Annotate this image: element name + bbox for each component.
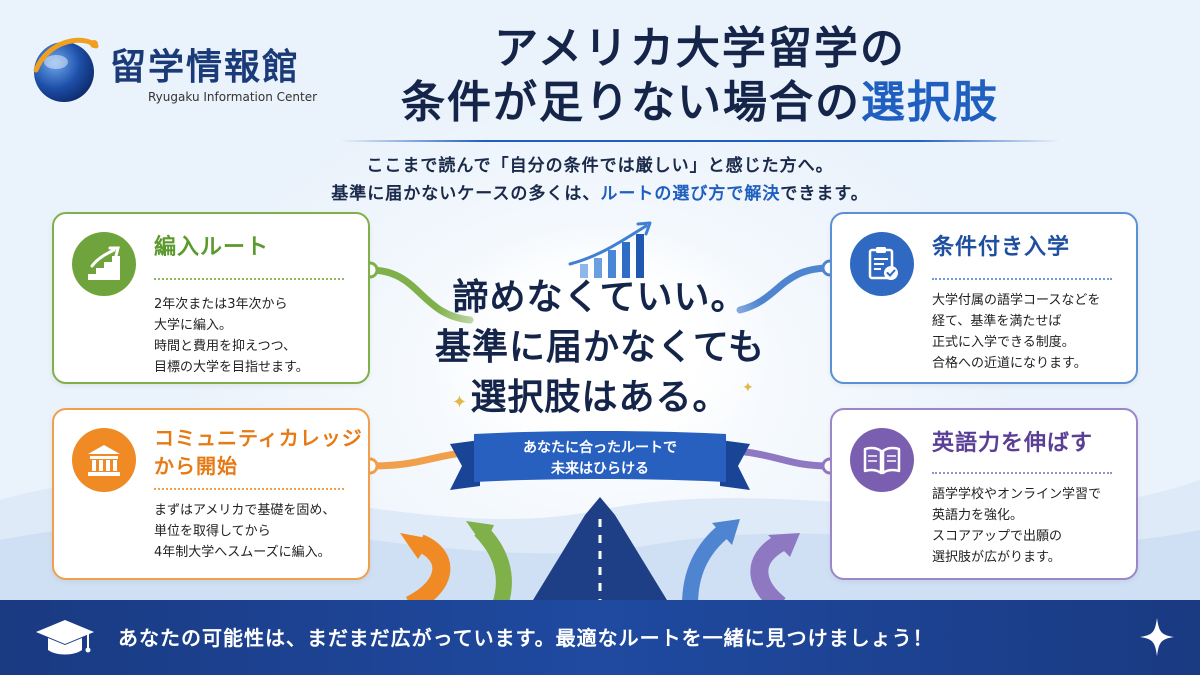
card-transfer-body: 2年次または3年次から 大学に編入。 時間と費用を抑えつつ、 目標の大学を目指せ… — [154, 294, 309, 378]
clipboard-check-icon — [850, 232, 914, 296]
intro-line-1: ここまで読んで「自分の条件では厳しい」と感じた方へ。 — [366, 156, 834, 176]
stairs-arrow-icon — [72, 232, 136, 296]
institution-icon — [72, 428, 136, 492]
card-conditional-admission[interactable]: 条件付き入学 大学付属の語学コースなどを 経て、基準を満たせば 正式に入学できる… — [830, 212, 1138, 384]
brand-logo[interactable]: 留学情報館 Ryugaku Information Center — [28, 28, 328, 118]
brand-name: 留学情報館 — [110, 47, 301, 88]
card-conditional-body: 大学付属の語学コースなどを 経て、基準を満たせば 正式に入学できる制度。 合格へ… — [932, 290, 1100, 374]
card-conditional-divider — [932, 278, 1112, 280]
footer-banner: あなたの可能性は、まだまだ広がっています。最適なルートを一緒に見つけましょう！ — [0, 600, 1200, 675]
intro-text: ここまで読んで「自分の条件では厳しい」と感じた方へ。 基準に届かないケースの多く… — [200, 152, 1000, 208]
sparkle-icon: ✦ — [742, 380, 754, 396]
card-conditional-line: 大学付属の語学コースなどを — [932, 293, 1101, 308]
ribbon-banner — [450, 431, 750, 490]
card-community-title-line-2: から開始 — [154, 454, 238, 478]
card-conditional-line: 正式に入学できる制度。 — [932, 335, 1075, 350]
title-line-2-prefix: 条件が足りない場合の — [401, 77, 861, 128]
card-transfer-line: 大学に編入。 — [154, 318, 233, 333]
card-english-title: 英語力を伸ばす — [932, 431, 1094, 456]
card-english-line: スコアアップで出願の — [932, 529, 1063, 544]
card-community-line: まずはアメリカで基礎を固め、 — [154, 503, 336, 518]
graduation-cap-icon — [36, 620, 94, 655]
intro-line-2-prefix: 基準に届かないケースの多くは、 — [331, 184, 601, 204]
center-message-line-2: 基準に届かなくても — [434, 326, 766, 368]
title-divider — [340, 140, 1060, 142]
growth-chart-icon — [568, 221, 652, 278]
ribbon-text: あなたに合ったルートで 未来はひらける — [480, 438, 720, 480]
card-english-body: 語学学校やオンライン学習で 英語力を強化。 スコアアップで出願の 選択肢が広がり… — [932, 484, 1101, 568]
card-transfer-line: 目標の大学を目指せます。 — [154, 360, 309, 375]
card-english-divider — [932, 472, 1112, 474]
footer-text: あなたの可能性は、まだまだ広がっています。最適なルートを一緒に見つけましょう！ — [118, 626, 934, 650]
card-improve-english[interactable]: 英語力を伸ばす 語学学校やオンライン学習で 英語力を強化。 スコアアップで出願の… — [830, 408, 1138, 580]
open-book-icon — [850, 428, 914, 492]
globe-logo-icon — [33, 37, 99, 102]
title-line-2: 条件が足りない場合の選択肢 — [340, 76, 1060, 130]
card-english-line: 選択肢が広がります。 — [932, 550, 1061, 565]
card-transfer-title: 編入ルート — [154, 235, 270, 260]
branching-roads — [400, 497, 800, 605]
center-message-line-1: 諦めなくていい。 — [452, 276, 748, 318]
card-community-line: 4年制大学へスムーズに編入。 — [154, 545, 331, 560]
sparkle-icon — [1140, 618, 1174, 656]
brand-subtitle: Ryugaku Information Center — [148, 90, 318, 104]
card-community-college[interactable]: コミュニティカレッジ から開始 まずはアメリカで基礎を固め、 単位を取得してから… — [52, 408, 370, 580]
intro-line-2-accent: ルートの選び方で解決 — [600, 184, 781, 204]
card-transfer-line: 時間と費用を抑えつつ、 — [154, 339, 297, 354]
card-community-title-line-1: コミュニティカレッジ — [154, 426, 363, 450]
intro-line-2: 基準に届かないケースの多くは、ルートの選び方で解決できます。 — [200, 180, 1000, 208]
card-english-line: 英語力を強化。 — [932, 508, 1024, 523]
page-title: アメリカ大学留学の 条件が足りない場合の選択肢 — [340, 22, 1060, 130]
card-community-body: まずはアメリカで基礎を固め、 単位を取得してから 4年制大学へスムーズに編入。 — [154, 500, 335, 563]
card-conditional-title: 条件付き入学 — [932, 235, 1071, 260]
card-transfer-line: 2年次または3年次から — [154, 297, 288, 312]
sparkle-icon: ✦ — [452, 392, 468, 413]
card-community-divider — [154, 488, 344, 490]
center-message: 諦めなくていい。 基準に届かなくても 選択肢はある。 — [430, 272, 770, 422]
intro-line-2-suffix: できます。 — [780, 184, 869, 204]
card-conditional-line: 合格への近道になります。 — [932, 356, 1087, 371]
card-transfer-divider — [154, 278, 344, 280]
card-community-title: コミュニティカレッジ から開始 — [154, 424, 363, 480]
card-community-line: 単位を取得してから — [154, 524, 271, 539]
title-line-1: アメリカ大学留学の — [494, 23, 906, 74]
title-line-2-accent: 選択肢 — [861, 77, 999, 128]
card-english-line: 語学学校やオンライン学習で — [932, 487, 1102, 502]
card-conditional-line: 経て、基準を満たせば — [932, 314, 1062, 329]
card-transfer-route[interactable]: 編入ルート 2年次または3年次から 大学に編入。 時間と費用を抑えつつ、 目標の… — [52, 212, 370, 384]
ribbon-line-2: 未来はひらける — [551, 461, 649, 477]
center-message-line-3: 選択肢はある。 — [470, 376, 730, 418]
ribbon-line-1: あなたに合ったルートで — [523, 440, 677, 456]
